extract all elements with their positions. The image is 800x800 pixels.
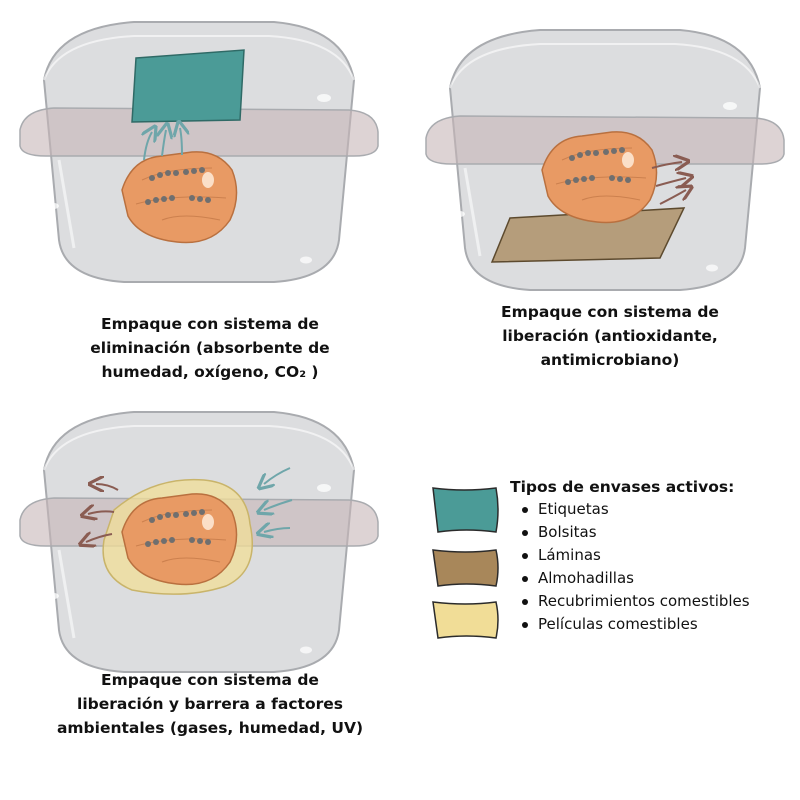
- brown-swatch: [432, 549, 499, 587]
- caption-elimination-line3: humedad, oxígeno, CO₂ ): [101, 363, 319, 381]
- release-container-illustration: [424, 28, 786, 292]
- yellow-swatch: [432, 601, 499, 639]
- caption-elimination: Empaque con sistema de eliminación (abso…: [40, 312, 380, 384]
- caption-release-line3: antimicrobiano): [540, 351, 680, 369]
- absorbent-label: [131, 49, 245, 123]
- caption-release-barrier-line2: liberación y barrera a factores: [77, 695, 343, 713]
- caption-elimination-line2: eliminación (absorbente de: [90, 339, 330, 357]
- legend-item-laminas: Láminas: [520, 544, 750, 567]
- legend-item-bolsitas: Bolsitas: [520, 521, 750, 544]
- caption-release-line2: liberación (antioxidante,: [502, 327, 718, 345]
- caption-release-line1: Empaque con sistema de: [501, 303, 719, 321]
- caption-elimination-line1: Empaque con sistema de: [101, 315, 319, 333]
- legend-title: Tipos de envases activos:: [510, 478, 735, 496]
- caption-release-barrier-line1: Empaque con sistema de: [101, 671, 319, 689]
- release-barrier-container-illustration: [18, 410, 380, 674]
- elimination-container-illustration: [18, 20, 380, 284]
- legend-item-almohadillas: Almohadillas: [520, 567, 750, 590]
- legend-item-etiquetas: Etiquetas: [520, 498, 750, 521]
- legend-item-peliculas: Películas comestibles: [520, 613, 750, 636]
- caption-release-barrier-line3: ambientales (gases, humedad, UV): [56, 719, 364, 737]
- caption-release: Empaque con sistema de liberación (antio…: [440, 300, 780, 372]
- teal-swatch: [432, 487, 499, 533]
- caption-release-barrier: Empaque con sistema de liberación y barr…: [40, 668, 380, 740]
- legend-list: Etiquetas Bolsitas Láminas Almohadillas …: [520, 498, 750, 636]
- legend-item-recubrimientos: Recubrimientos comestibles: [520, 590, 750, 613]
